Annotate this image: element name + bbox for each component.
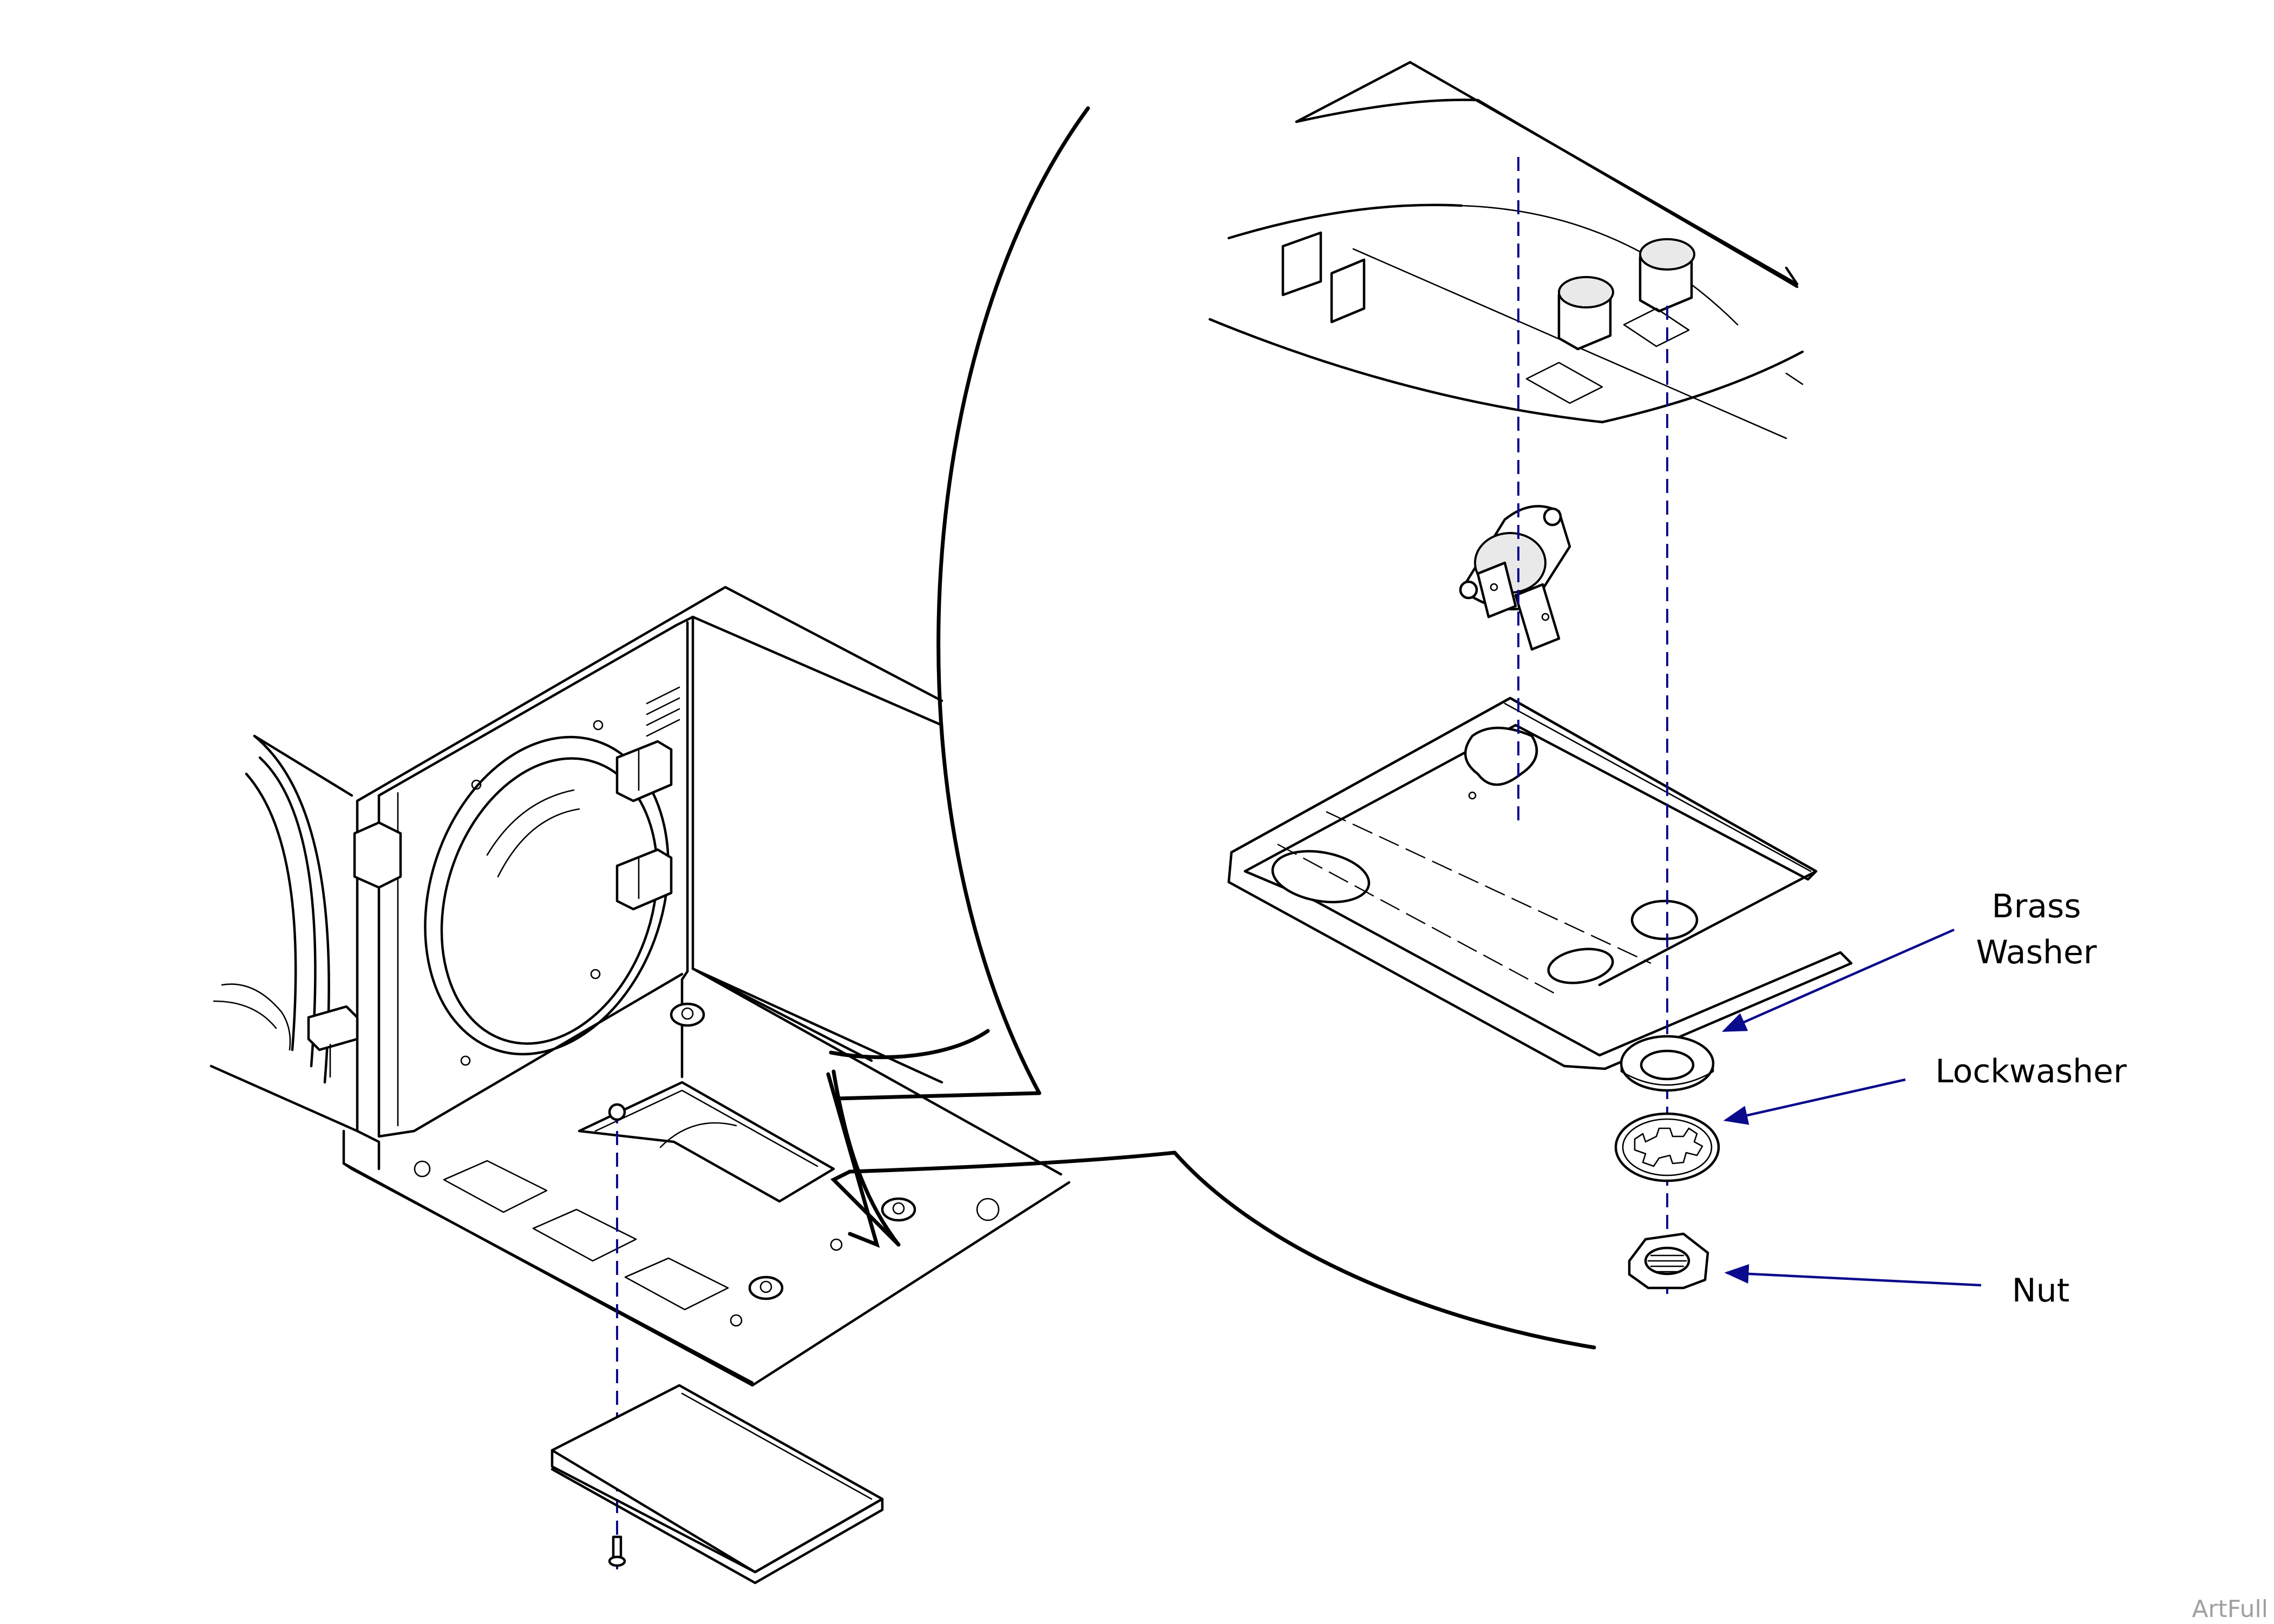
brass-washer-label-line1: Brass [1991,887,2081,925]
detail-view [1208,61,1853,1299]
brass-washer-label-line2: Washer [1976,933,2096,971]
sterilizer-unit [209,586,1071,1584]
nut-label: Nut [2012,1272,2069,1310]
artfull-watermark: ArtFull [2192,1595,2268,1623]
callout-lockwasher: Lockwasher [1723,1053,2127,1125]
detail-callout-bubble [826,106,1596,1350]
callout-nut: Nut [1724,1264,2069,1310]
callout-brass-washer: Brass Washer [1721,887,2097,1033]
lockwasher-label: Lockwasher [1935,1053,2127,1090]
